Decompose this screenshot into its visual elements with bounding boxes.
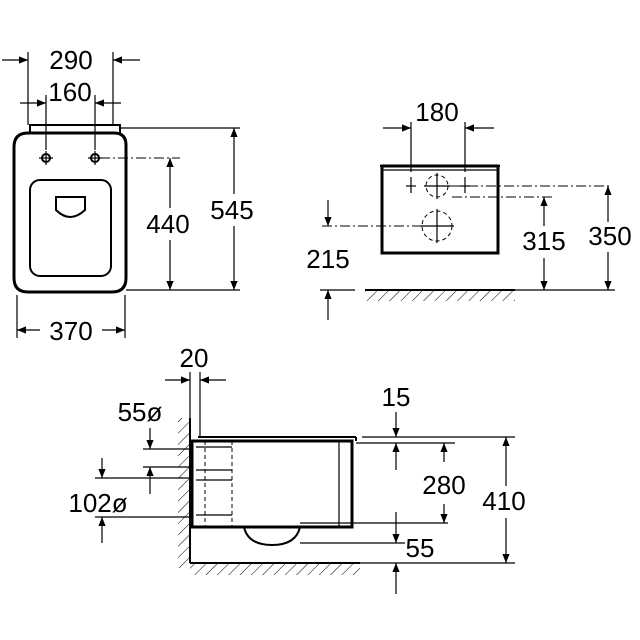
rear-view-fixing-right: [460, 177, 470, 193]
rear-view-floor-hatch: [365, 291, 515, 301]
top-view-outlet: [55, 196, 86, 218]
dim-180-label: 180: [415, 97, 458, 127]
rear-view-outlet: [420, 209, 454, 243]
dim-280-label: 280: [422, 470, 465, 500]
top-view-seat-opening: [29, 179, 112, 277]
dim-315-label: 315: [522, 226, 565, 256]
dim-440-label: 440: [146, 209, 189, 239]
dim-545-label: 545: [210, 195, 253, 225]
top-view-bowl-outline: [12, 131, 128, 294]
dim-55-diameter-label: 55ø: [118, 397, 163, 427]
dim-55-label: 55: [406, 533, 435, 563]
dim-290-label: 290: [49, 45, 92, 75]
dim-160-label: 160: [48, 77, 91, 107]
rear-view-body: [380, 164, 500, 255]
rear-view: 180 215 315 350: [306, 97, 632, 320]
side-view: 20 55ø 102ø 15 280 410 55: [68, 343, 526, 594]
dim-20-label: 20: [180, 343, 209, 373]
dim-410-label: 410: [482, 486, 525, 516]
dim-370-label: 370: [49, 316, 92, 346]
rear-view-fixing-left: [406, 177, 416, 193]
top-view-fixing-hole-right: [88, 151, 102, 165]
rear-view-inlet: [424, 173, 450, 199]
side-view-wall-hatch: [178, 418, 190, 568]
dim-350-label: 350: [588, 221, 631, 251]
dim-15-label: 15: [382, 382, 411, 412]
side-view-bowl-base: [243, 526, 301, 547]
top-view-fixing-hole-left: [39, 151, 53, 165]
side-view-bowl-body: [190, 439, 354, 529]
side-view-floor-hatch: [190, 564, 360, 575]
top-view: 290 160 545 440 370: [2, 45, 254, 346]
dim-102-diameter-label: 102ø: [68, 488, 127, 518]
dim-215-label: 215: [306, 244, 349, 274]
